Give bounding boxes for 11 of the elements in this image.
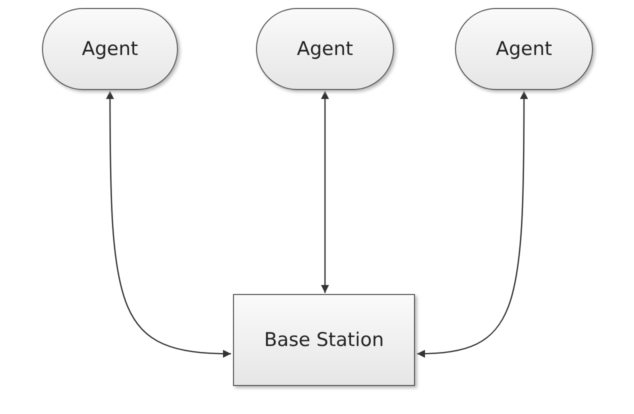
double-arrow bbox=[416, 91, 528, 358]
agent-node bbox=[256, 8, 394, 90]
agent-node bbox=[42, 8, 178, 90]
node-label: Agent bbox=[496, 38, 552, 60]
agent-node bbox=[455, 8, 593, 90]
double-arrow bbox=[106, 91, 232, 358]
node-label: Base Station bbox=[264, 329, 384, 351]
double-arrow bbox=[321, 91, 329, 293]
node-label: Agent bbox=[82, 38, 138, 60]
station-box bbox=[233, 294, 415, 386]
node-label: Agent bbox=[296, 38, 354, 60]
